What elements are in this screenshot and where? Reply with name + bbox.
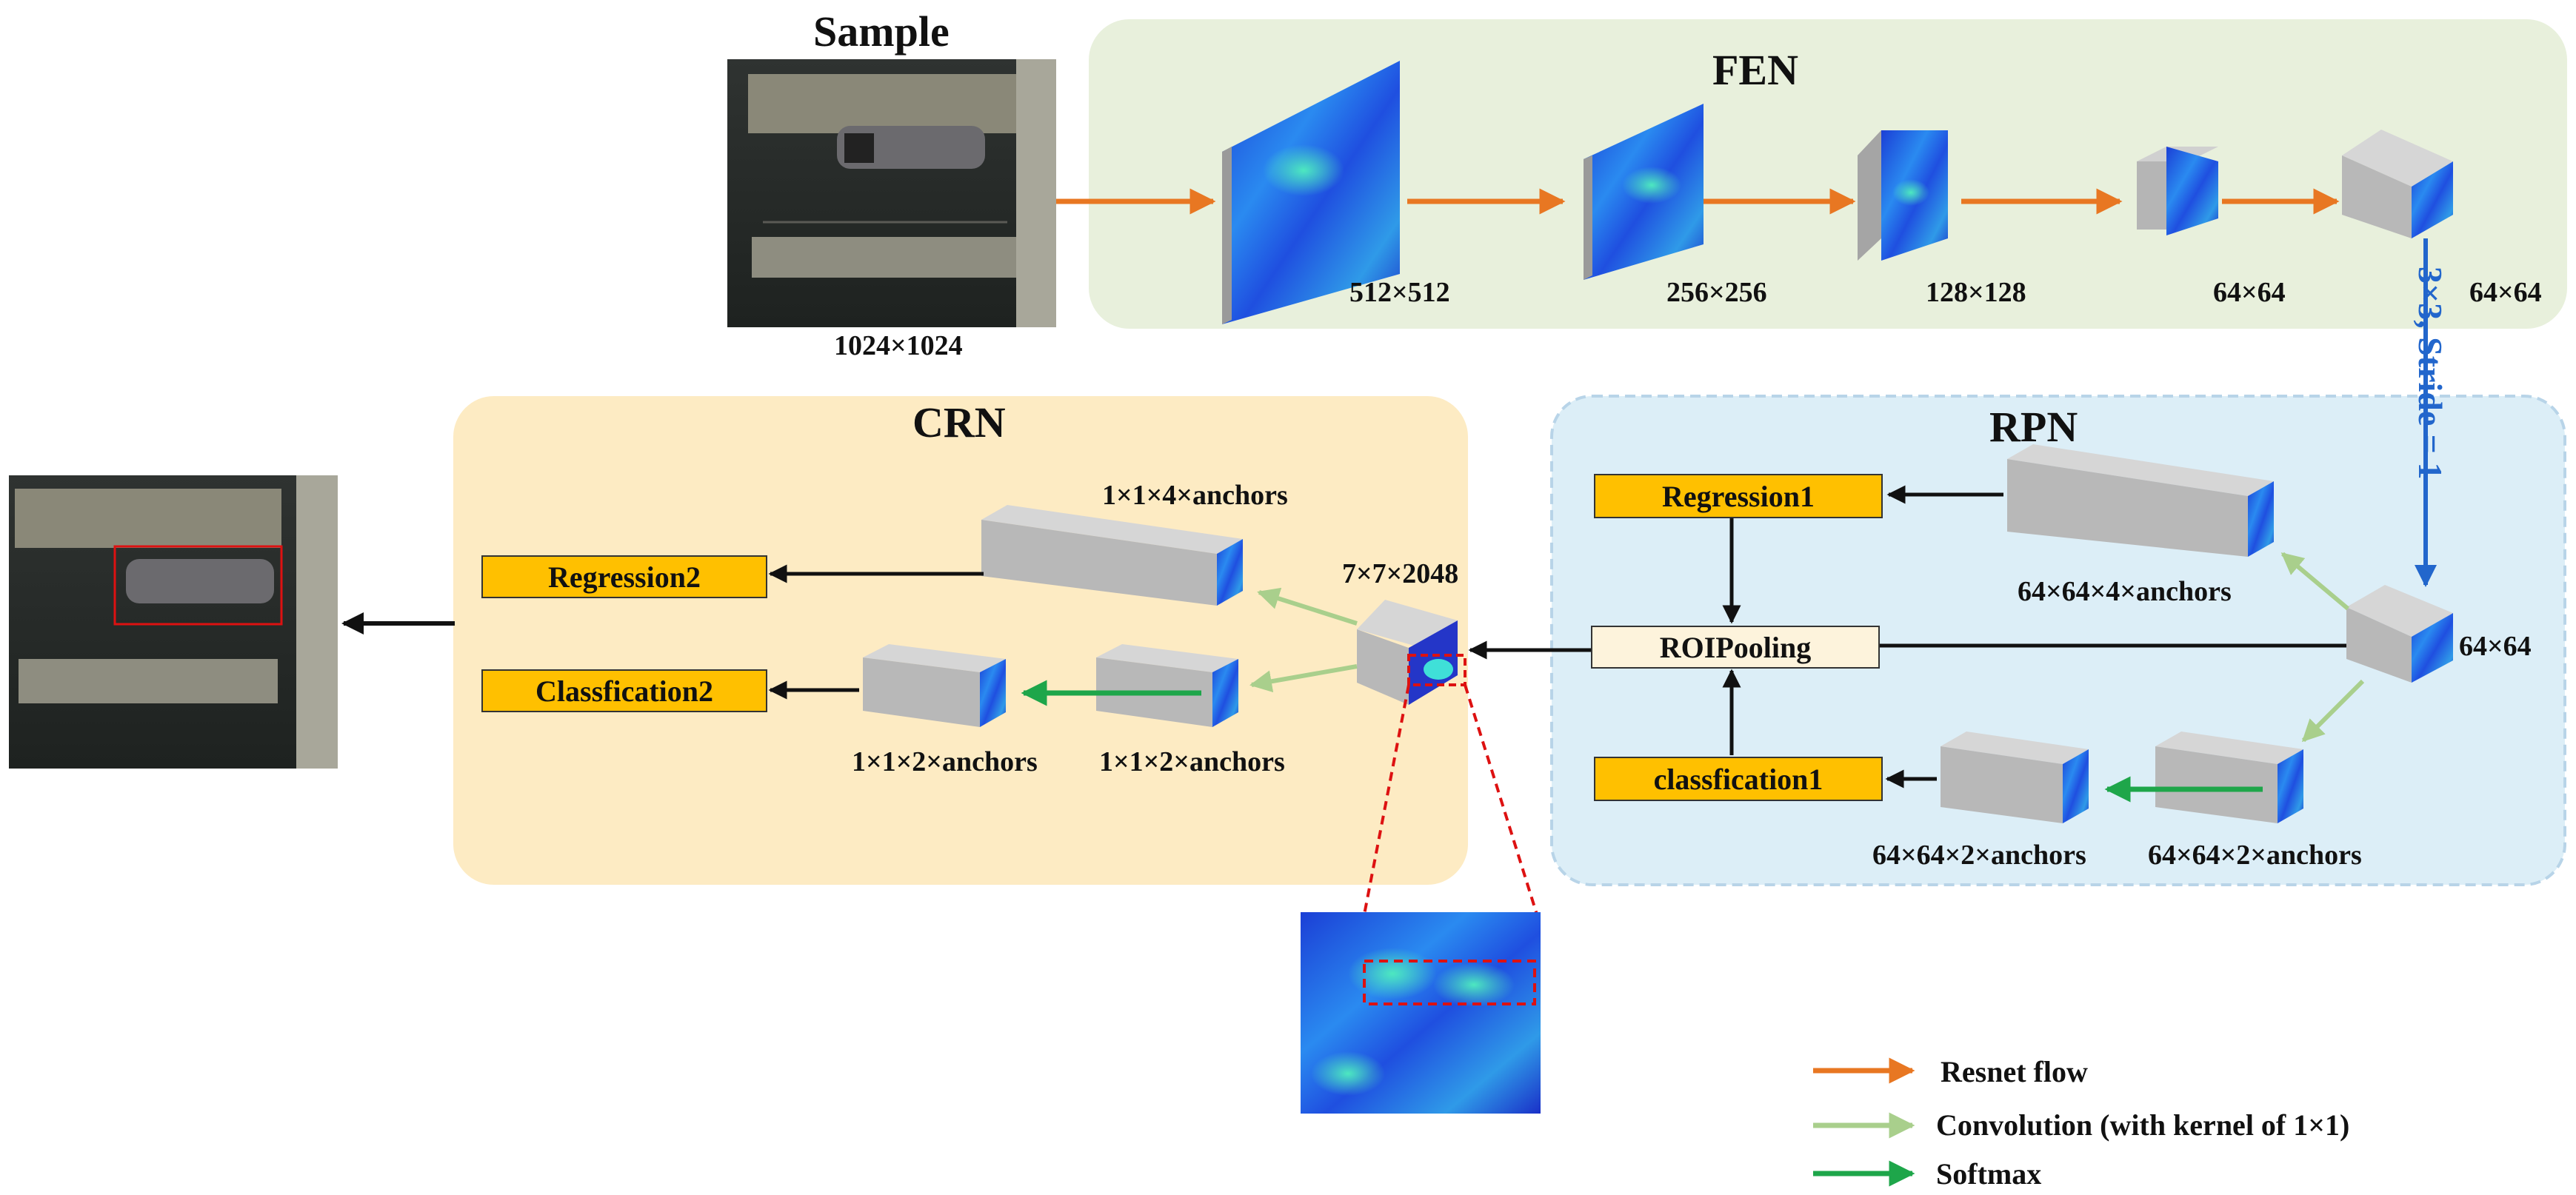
fen-size-label-5: 64×64 [2469,277,2542,308]
classification1-box: classfication1 [1594,757,1883,801]
rpn-regression-size-label: 64×64×4×anchors [2018,576,2232,607]
rpn-classification-size-label-a: 64×64×2×anchors [1872,840,2086,871]
crn-classification-cuboid-a [863,644,1006,727]
fen-feature-map-4 [2137,147,2218,235]
rpn-conv-arrow-up [2280,552,2349,611]
rpn-regression-cuboid [2007,444,2274,557]
zoom-guide-left [1363,684,1410,915]
zoomed-feature-heatmap [1301,912,1541,1114]
regression1-box: Regression1 [1594,474,1883,518]
fen-feature-map-3 [1858,130,1948,261]
fen-feature-map-5 [2342,130,2453,238]
crn-conv-arrow-down [1249,664,1358,693]
roi-output-size-label: 7×7×2048 [1342,558,1459,589]
input-sample-image [727,59,1056,327]
legend-label-conv: Convolution (with kernel of 1×1) [1936,1108,2350,1142]
roi-output-block [1357,600,1466,705]
fen-feature-map-2 [1584,104,1704,280]
legend-label-resnet: Resnet flow [1941,1055,2088,1088]
input-size-label: 1024×1024 [834,330,963,361]
crn-regression-size-label: 1×1×4×anchors [1102,480,1288,511]
zoom-guide-right [1464,684,1538,915]
fen-panel [1089,19,2567,329]
fen-size-label-4: 64×64 [2213,277,2286,308]
regression2-box: Regression2 [481,555,767,598]
crn-panel [453,396,1468,885]
crn-classification-size-label-a: 1×1×2×anchors [852,746,1038,777]
fen-feature-map-1 [1222,61,1400,324]
fen-size-label-3: 128×128 [1926,277,2026,308]
fen-title: FEN [1712,46,1798,94]
output-detection-image [9,475,338,769]
crn-title: CRN [912,398,1006,446]
classification2-box: Classfication2 [481,669,767,712]
roipooling-box: ROIPooling [1591,626,1880,669]
conv-3x3-stride-label: 3×3, Stride = 1 [2412,267,2449,480]
legend-label-softmax: Softmax [1936,1157,2042,1191]
rpn-classification-size-label-b: 64×64×2×anchors [2148,840,2362,871]
rpn-conv-arrow-down [2301,679,2365,743]
sample-title: Sample [813,7,950,56]
rpn-classification-cuboid-a [1941,732,2089,823]
fen-size-label-1: 512×512 [1349,277,1450,308]
crn-classification-size-label-b: 1×1×2×anchors [1099,746,1285,777]
rpn-title: RPN [1989,403,2078,451]
rpn-input-size-label: 64×64 [2459,631,2532,662]
crn-regression-cuboid [981,505,1243,606]
fen-size-label-2: 256×256 [1666,277,1767,308]
crn-conv-arrow-up [1257,587,1358,626]
rpn-classification-cuboid-b [2155,732,2303,823]
rpn-input-block [2346,585,2453,683]
